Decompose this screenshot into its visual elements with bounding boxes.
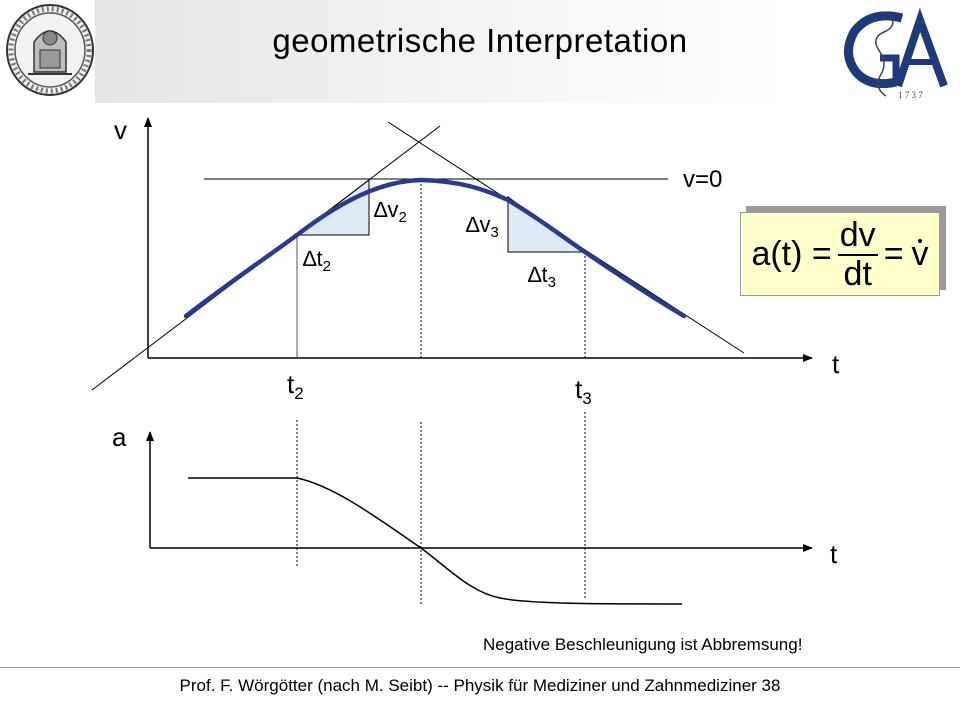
georgia-augusta-logo-icon: 1 7 3 7 (844, 7, 948, 100)
acceleration-curve (188, 477, 683, 605)
note-text: Negative Beschleunigung ist Abbremsung! (483, 635, 803, 654)
delta-v2-label: ∆v2 (374, 197, 407, 226)
t3-label: t3 (575, 374, 592, 408)
delta-t3-label: ∆t3 (528, 262, 556, 291)
t2-label: t2 (287, 369, 304, 403)
footer-divider (0, 667, 960, 668)
formula-box: a(t) = dv dt = v (740, 212, 940, 296)
delta-t2-label: ∆t2 (303, 246, 331, 275)
header-band (95, 0, 785, 103)
v-zero-label: v=0 (683, 166, 722, 193)
delta-v3-label: ∆v3 (466, 212, 499, 241)
formula-equals: = (883, 234, 904, 273)
t-axis-label-top: t (832, 349, 840, 379)
formula-denominator: dt (843, 254, 872, 293)
t-axis-label-bottom: t (830, 539, 838, 569)
university-seal-icon (6, 4, 94, 96)
svg-text:1 7 3 7: 1 7 3 7 (898, 90, 923, 100)
slide-title: geometrische Interpretation (272, 22, 688, 59)
formula-lhs: a(t) = (751, 234, 832, 273)
formula-numerator: dv (837, 215, 878, 256)
footer-text: Prof. F. Wörgötter (nach M. Seibt) -- Ph… (179, 676, 781, 695)
formula-fraction: dv dt (837, 215, 878, 293)
velocity-curve (183, 177, 687, 319)
a-axis-label: a (112, 422, 127, 452)
acceleration-formula: a(t) = dv dt = v (741, 213, 939, 295)
formula-v-dot: v (911, 234, 929, 273)
v-axis-label: v (114, 115, 127, 145)
